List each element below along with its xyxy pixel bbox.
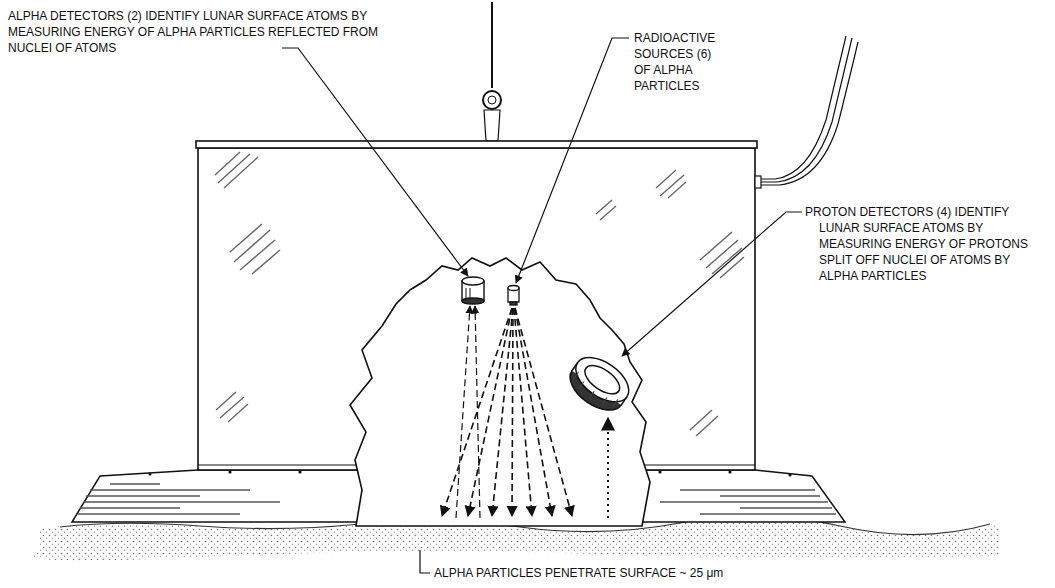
cable [761,36,858,185]
alpha-trajectories [442,306,572,518]
alpha-source [508,286,519,306]
callout-text: ALPHA PARTICLES PENETRATE SURFACE ~ 25 μ… [434,565,854,581]
suspension-hook [483,2,501,141]
callout-text: ALPHA DETECTORS (2) IDENTIFY LUNAR SURFA… [8,8,380,56]
proton-detector [562,349,636,419]
callout-text: RADIOACTIVE SOURCES (6) OF ALPHA PARTICL… [634,30,728,94]
callout-text: PROTON DETECTORS (4) IDENTIFY LUNAR SURF… [805,204,1043,284]
alpha-detector [462,277,484,304]
cutaway-opening [350,258,650,526]
proton-path [607,418,609,518]
leader-lines [282,38,802,573]
